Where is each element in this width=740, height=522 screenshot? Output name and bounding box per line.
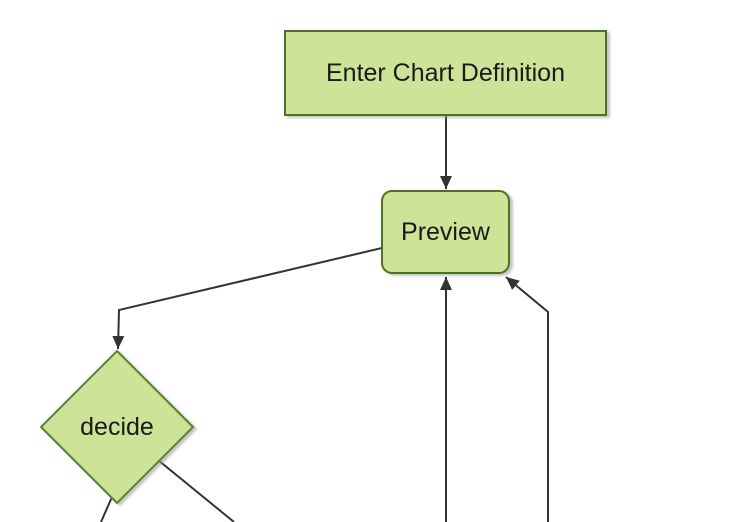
edge-bottom-to-preview-2 — [505, 276, 549, 522]
node-enter-chart-definition: Enter Chart Definition — [284, 30, 607, 116]
decide-diamond — [39, 349, 195, 505]
edge-preview-to-decide — [112, 247, 383, 350]
preview-label: Preview — [401, 218, 491, 246]
enter-chart-definition-label: Enter Chart Definition — [326, 59, 565, 87]
preview-box — [381, 190, 510, 274]
node-preview: Preview — [381, 190, 510, 274]
decide-label: decide — [80, 413, 154, 441]
edge-decide-down-right — [157, 459, 235, 522]
enter-chart-definition-box — [284, 30, 607, 116]
node-decide: decide — [39, 349, 195, 505]
edge-decide-down-left — [100, 496, 113, 522]
